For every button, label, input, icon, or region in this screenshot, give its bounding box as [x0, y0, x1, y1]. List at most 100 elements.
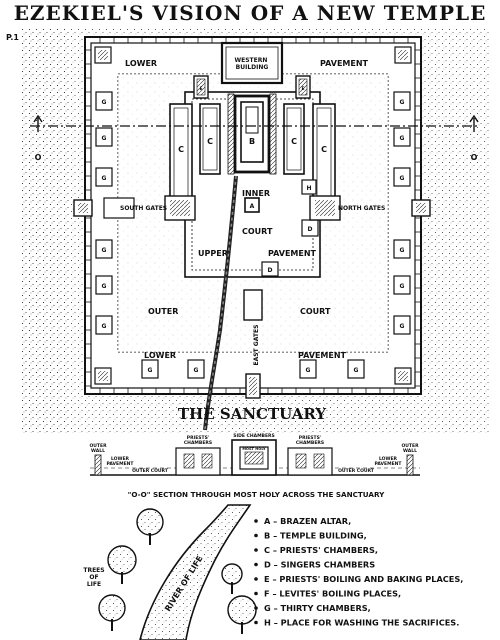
inner-court-label: COURT	[242, 227, 273, 236]
legend-text: G – THIRTY CHAMBERS,	[264, 603, 371, 613]
g-chamber: G	[95, 315, 113, 335]
legend: A – BRAZEN ALTAR, B – TEMPLE BUILDING, C –…	[254, 516, 463, 628]
legend-item: H – PLACE FOR WASHING THE SACRIFICES.	[254, 618, 459, 628]
g-chamber: G	[299, 359, 317, 379]
letter-g: G	[400, 99, 405, 106]
section-marker-left: O	[35, 153, 42, 162]
legend-bullet	[254, 620, 258, 625]
legend-text: B – TEMPLE BUILDING,	[264, 531, 367, 541]
east-gates-label: EAST GATES	[253, 325, 260, 366]
western-building-label: WESTERN BUILDING	[235, 57, 270, 71]
legend-item: B – TEMPLE BUILDING,	[254, 531, 367, 541]
letter-c-left: C	[207, 137, 213, 146]
legend-item: C – PRIESTS' CHAMBERS,	[254, 545, 378, 555]
legend-bullet	[254, 533, 258, 538]
legend-item: D – SINGERS CHAMBERS	[254, 560, 375, 570]
legend-bullet	[254, 591, 258, 596]
g-chamber: G	[393, 127, 411, 147]
g-chamber: G	[95, 275, 113, 295]
letter-e-right: E	[301, 86, 304, 92]
thirty-chambers: G G G G G G G G G G G G G G G G	[95, 91, 411, 379]
side-chambers-label: SIDE CHAMBERS	[233, 433, 275, 439]
south-gates: SOUTH GATES	[73, 195, 196, 221]
western-building: WESTERN BUILDING	[220, 41, 284, 85]
g-chamber: G	[347, 359, 365, 379]
g-chamber: G	[141, 359, 159, 379]
legend-item: E – PRIESTS' BOILING AND BAKING PLACES,	[254, 574, 463, 584]
section-line: O O	[30, 114, 480, 162]
letter-c-right: C	[291, 137, 297, 146]
page-title: EZEKIEL'S VISION OF A NEW TEMPLE	[14, 1, 487, 25]
tree	[221, 563, 243, 594]
g-chamber: G	[95, 167, 113, 187]
legend-text: F – LEVITES' BOILING PLACES,	[264, 589, 401, 599]
g-chamber: G	[95, 127, 113, 147]
legend-text: A – BRAZEN ALTAR,	[264, 516, 351, 526]
outer-label: OUTER	[148, 307, 178, 316]
letter-g: G	[148, 367, 153, 374]
g-chamber: G	[393, 275, 411, 295]
g-chamber: G	[95, 91, 113, 111]
letter-g: G	[102, 247, 107, 254]
most-holy-label: MOST HOLY	[242, 447, 266, 451]
tree	[98, 594, 126, 631]
legend-text: E – PRIESTS' BOILING AND BAKING PLACES,	[264, 574, 463, 584]
letter-g: G	[354, 367, 359, 374]
letter-c-outer-right: C	[321, 145, 327, 154]
singers-chambers: D D	[261, 219, 319, 277]
letter-g: G	[400, 323, 405, 330]
legend-bullet	[254, 562, 258, 567]
south-gates-label: SOUTH GATES	[120, 205, 167, 212]
letter-a: A	[250, 203, 255, 210]
legend-bullet	[254, 548, 258, 552]
outer-court-label: COURT	[300, 307, 331, 316]
upper-pavement-label: PAVEMENT	[268, 249, 317, 258]
g-chamber: G	[95, 239, 113, 259]
letter-e-left: E	[199, 86, 202, 92]
lower-label-bottom: LOWER	[144, 351, 176, 360]
east-gates: EAST GATES	[243, 289, 263, 399]
section-marker-right: O	[471, 153, 478, 162]
legend-bullet	[254, 606, 258, 610]
priests-chambers-right-label: PRIESTS'CHAMBERS	[296, 435, 324, 446]
tree	[227, 595, 257, 634]
g-chamber: G	[393, 91, 411, 111]
g-chamber: G	[393, 167, 411, 187]
outer-court-left: OUTER COURT	[132, 468, 169, 474]
letter-g: G	[400, 247, 405, 254]
letter-g: G	[400, 135, 405, 142]
legend-bullet	[254, 577, 258, 581]
priests-chambers-left-label: PRIESTS'CHAMBERS	[184, 435, 212, 446]
north-gates-label: NORTH GATES	[338, 205, 385, 212]
river-in-plan	[203, 175, 238, 431]
g-chamber: G	[393, 315, 411, 335]
letter-b: B	[249, 137, 255, 146]
letter-g: G	[102, 283, 107, 290]
legend-text: H – PLACE FOR WASHING THE SACRIFICES.	[264, 618, 459, 628]
legend-text: D – SINGERS CHAMBERS	[264, 560, 375, 570]
letter-d-bottom: D	[268, 267, 273, 274]
letter-g: G	[306, 367, 311, 374]
pavement-label-top: PAVEMENT	[320, 59, 369, 68]
page-ref: P.1	[6, 33, 19, 42]
section-caption: "O-O" SECTION THROUGH MOST HOLY ACROSS T…	[128, 490, 385, 499]
washing-place: H	[301, 179, 317, 195]
g-chamber: G	[187, 359, 205, 379]
section-elevation	[90, 439, 420, 476]
legend-text: C – PRIESTS' CHAMBERS,	[264, 545, 378, 555]
priests-chambers-right: C C	[283, 103, 336, 205]
letter-g: G	[102, 135, 107, 142]
lower-label-top: LOWER	[125, 59, 157, 68]
tree	[136, 508, 164, 545]
legend-bullet	[254, 519, 258, 523]
plan-labels: LOWER PAVEMENT LOWER PAVEMENT UPPER PAVE…	[125, 59, 369, 360]
letter-c-outer-left: C	[178, 145, 184, 154]
outer-court-right: OUTER COURT	[338, 468, 375, 474]
